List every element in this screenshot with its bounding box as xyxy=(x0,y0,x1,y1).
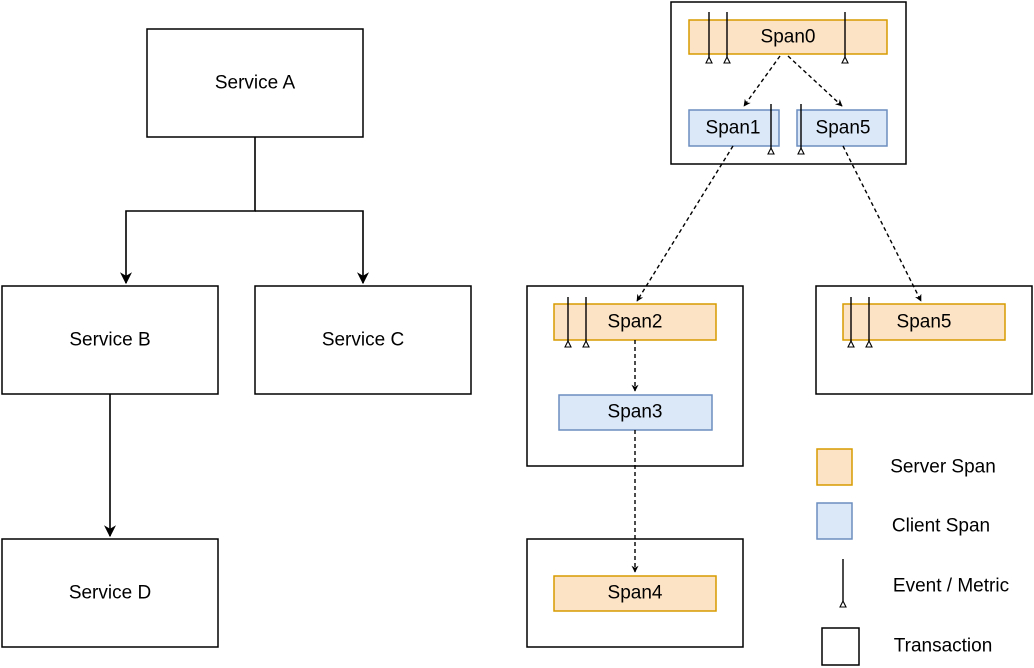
span5-server-label: Span5 xyxy=(897,312,952,333)
edge-span0-to-span1 xyxy=(743,55,781,107)
event-marker xyxy=(797,104,805,155)
service-c-box xyxy=(254,285,472,395)
service-d-label: Service D xyxy=(69,583,151,604)
legend-client-span-swatch xyxy=(816,502,853,540)
legend-transaction-swatch xyxy=(821,627,860,666)
service-a-label: Service A xyxy=(215,73,296,94)
span5-client-bar xyxy=(796,109,888,147)
span4-label: Span4 xyxy=(608,583,663,604)
service-d-box xyxy=(1,538,219,648)
span0-label: Span0 xyxy=(761,27,816,48)
span1-label: Span1 xyxy=(706,118,761,139)
span5-server-bar xyxy=(842,303,1006,341)
edge-span0-to-span5 xyxy=(787,55,843,107)
edge-a-to-c xyxy=(255,210,369,285)
span4-bar xyxy=(553,575,717,612)
edge-a-to-b xyxy=(120,137,256,285)
service-c-label: Service C xyxy=(322,330,404,351)
event-marker xyxy=(841,12,849,64)
span3-label: Span3 xyxy=(608,402,663,423)
service-graph: Service A Service B Service C Service D xyxy=(1,28,472,648)
span2-bar xyxy=(553,303,717,341)
service-a-box xyxy=(146,28,364,138)
legend-event-metric-icon xyxy=(839,559,847,608)
legend-event-metric-label: Event / Metric xyxy=(893,576,1009,597)
event-marker xyxy=(767,104,775,155)
event-marker xyxy=(847,297,855,348)
event-marker xyxy=(865,297,873,348)
legend-transaction-label: Transaction xyxy=(894,636,993,657)
span3-bar xyxy=(558,394,713,431)
legend: Server Span Client Span Event / Metric T… xyxy=(816,448,1009,666)
trace-graph: Span0 Span1 Span5 Span2 Span3 Span5 Span… xyxy=(526,1,1033,648)
legend-server-span-label: Server Span xyxy=(890,457,996,478)
service-b-box xyxy=(1,285,219,395)
event-marker xyxy=(582,297,590,348)
span2-label: Span2 xyxy=(608,312,663,333)
span0-bar xyxy=(688,19,888,55)
span5-client-label: Span5 xyxy=(816,118,871,139)
legend-server-span-swatch xyxy=(816,448,853,486)
event-marker xyxy=(705,12,713,64)
event-marker xyxy=(564,297,572,348)
edge-span5-to-span5 xyxy=(842,145,922,302)
event-marker xyxy=(723,12,731,64)
span1-bar xyxy=(688,109,780,147)
edge-span1-to-span2 xyxy=(636,145,734,302)
service-b-label: Service B xyxy=(69,330,150,351)
legend-client-span-label: Client Span xyxy=(892,516,990,537)
